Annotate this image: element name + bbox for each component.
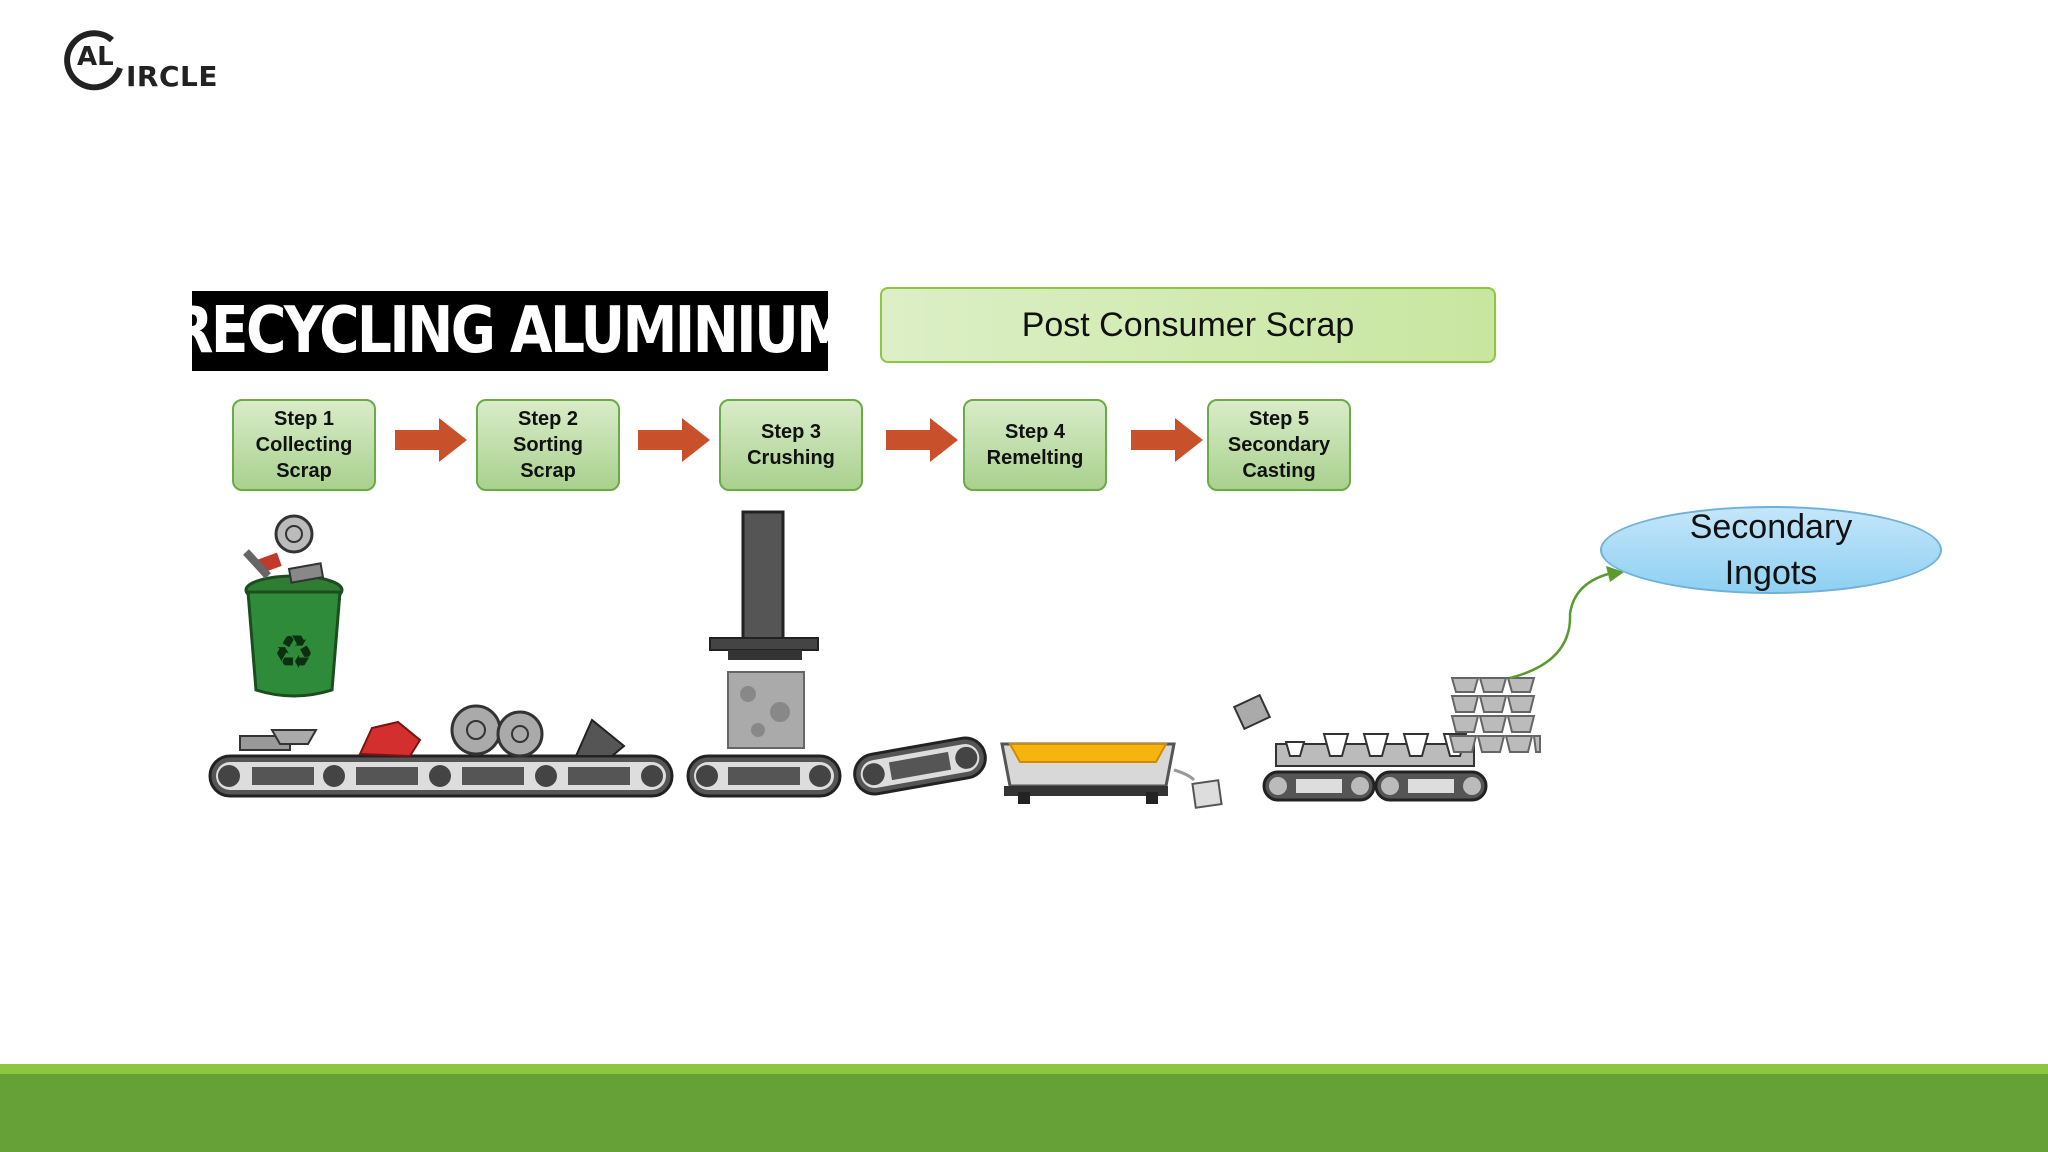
flow-arrow-icon — [1131, 418, 1203, 462]
flow-arrow-icon — [886, 418, 958, 462]
logo-ring-icon — [64, 30, 123, 91]
flow-arrow-icon — [638, 418, 710, 462]
step-3-line2: Crushing — [747, 447, 835, 469]
ingot-stack-icon — [1448, 677, 1541, 753]
crusher-press-icon — [686, 510, 842, 798]
conveyor-belt-icon — [208, 754, 674, 798]
recycle-bin-icon: ♻ — [243, 514, 344, 698]
step-4-line2: Remelting — [986, 447, 1084, 469]
tilted-conveyor-icon — [853, 736, 987, 796]
step-2-line1: Step 2 — [517, 408, 579, 430]
step-5-line2: Secondary — [1227, 434, 1331, 456]
secondary-ingots-node: Secondary Ingots — [1600, 506, 1942, 594]
recycling-title-banner: RECYCLING ALUMINIUM — [171, 291, 851, 371]
step-3-line1: Step 3 — [760, 421, 822, 443]
flow-arrow-icon — [395, 418, 467, 462]
ingots-line2: Ingots — [1724, 554, 1818, 592]
alcircle-logo: AL IRCLE — [60, 28, 230, 98]
logo-al-text: AL — [77, 42, 114, 72]
step-4-box: Step 4 Remelting — [963, 399, 1107, 491]
svg-text:♻: ♻ — [273, 625, 314, 679]
casting-line-icon — [1232, 693, 1488, 802]
output-arrow-icon — [1509, 572, 1609, 680]
step-1-line3: Scrap — [276, 460, 332, 482]
ingots-line1: Secondary — [1689, 508, 1853, 546]
step-1-line1: Step 1 — [273, 408, 335, 430]
step-1-line2: Collecting — [255, 434, 353, 456]
footer-band — [0, 1074, 2048, 1152]
banner-title: RECYCLING ALUMINIUM — [171, 294, 851, 368]
step-5-line1: Step 5 — [1248, 408, 1310, 430]
footer-accent-line — [0, 1064, 2048, 1074]
step-2-line2: Sorting — [513, 434, 583, 456]
step-1-box: Step 1 Collecting Scrap — [232, 399, 376, 491]
step-5-line3: Casting — [1242, 460, 1316, 482]
step-2-line3: Scrap — [520, 460, 576, 482]
step-5-box: Step 5 Secondary Casting — [1207, 399, 1351, 491]
step-3-box: Step 3 Crushing — [719, 399, 863, 491]
step-2-box: Step 2 Sorting Scrap — [476, 399, 620, 491]
step-4-line1: Step 4 — [1004, 421, 1066, 443]
furnace-icon — [1000, 742, 1223, 809]
post-consumer-scrap-box: Post Consumer Scrap — [880, 287, 1496, 363]
logo-word-text: IRCLE — [126, 60, 218, 93]
